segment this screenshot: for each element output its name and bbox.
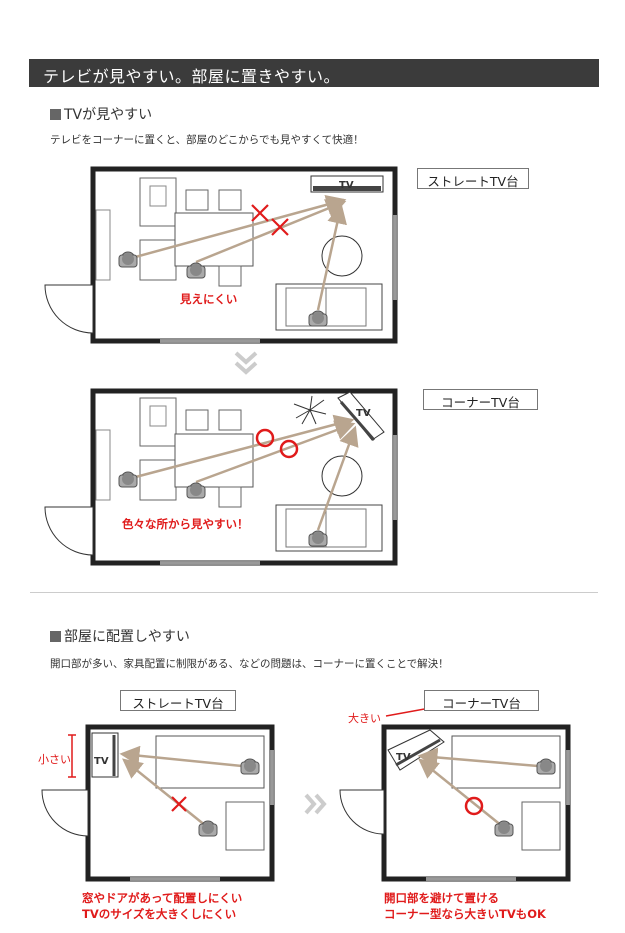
plan-left	[41, 724, 275, 882]
section-heading-tv: TVが見やすい	[50, 104, 152, 124]
note-top: 見えにくい	[180, 292, 238, 306]
plant-icon	[293, 395, 327, 425]
tag-corner-top: コーナーTV台	[423, 389, 538, 410]
section-heading-placement: 部屋に配置しやすい	[50, 626, 190, 646]
tag-straight-bottom: ストレートTV台	[120, 690, 236, 711]
tv-label-left: TV	[94, 756, 109, 767]
tv-label-bottom: TV	[356, 408, 371, 419]
plan-right	[339, 707, 571, 882]
square-bullet-icon	[50, 631, 61, 642]
plan-top	[44, 166, 398, 344]
note-bottom: 色々な所から見やすい！	[122, 517, 249, 531]
tv-label-top: TV	[339, 180, 354, 191]
note-right: 開口部を避けて置ける コーナー型なら大きいTVもOK	[384, 891, 546, 921]
banner-title: テレビが見やすい。部屋に置きやすい。	[43, 67, 341, 86]
section-desc-tv: テレビをコーナーに置くと、部屋のどこからでも見やすくて快適！	[50, 134, 364, 146]
divider	[30, 592, 598, 593]
section-desc-placement: 開口部が多い、家具配置に制限がある、などの問題は、コーナーに置くことで解決！	[50, 658, 449, 670]
tag-straight-top: ストレートTV台	[417, 168, 529, 189]
page-banner: テレビが見やすい。部屋に置きやすい。	[29, 59, 599, 87]
plan-bottom	[44, 388, 398, 566]
size-label-large: 大きい	[348, 712, 381, 725]
tag-corner-bottom: コーナーTV台	[424, 690, 539, 711]
square-bullet-icon	[50, 109, 61, 120]
size-label-small: 小さい	[38, 753, 71, 766]
note-left: 窓やドアがあって配置しにくい TVのサイズを大きくしにくい	[82, 891, 243, 921]
tv-label-right: TV	[396, 752, 411, 763]
